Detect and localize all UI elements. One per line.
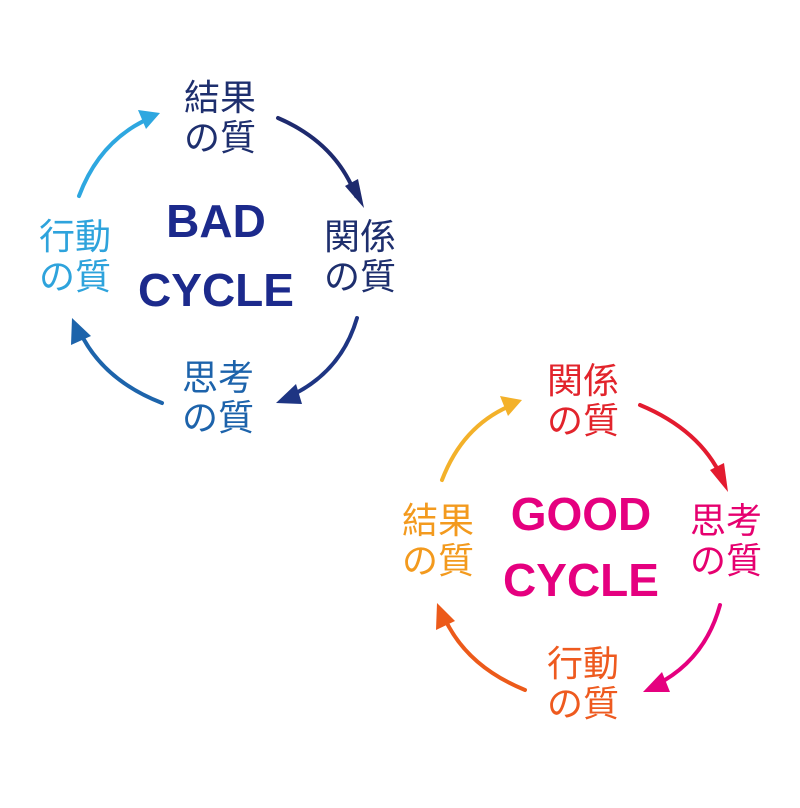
good-node-relation: 関係 の質 — [547, 361, 619, 442]
good-node-result-line1: 結果 — [402, 501, 474, 542]
bad-arrow-thinking-to-action — [78, 330, 164, 405]
bad-node-result-line2: の質 — [184, 118, 256, 159]
bad-node-action-line2: の質 — [39, 257, 111, 298]
bad-cycle-center-line2: CYCLE — [138, 264, 294, 316]
bad-node-thinking-line2: の質 — [182, 398, 254, 439]
good-arrow-action-to-result — [442, 615, 527, 692]
good-node-thinking: 思考 の質 — [690, 501, 762, 582]
bad-cycle-center-line1: BAD — [166, 195, 266, 247]
good-node-thinking-line1: 思考 — [690, 501, 762, 542]
bad-arrowhead-thinking-to-action — [71, 318, 91, 345]
bad-arrow-relation-to-thinking — [286, 316, 359, 399]
bad-node-action: 行動 の質 — [39, 217, 111, 298]
good-cycle-center-line1: GOOD — [511, 488, 652, 540]
good-arrowhead-result-to-relation — [500, 396, 522, 416]
bad-node-thinking: 思考 の質 — [182, 358, 254, 439]
good-node-relation-line1: 関係 — [547, 361, 619, 402]
good-arrow-result-to-relation — [440, 403, 514, 482]
good-cycle: 関係 の質 思考 の質 行動 の質 結果 の質 GOOD CYCLE — [402, 361, 762, 725]
bad-arrowhead-relation-to-thinking — [276, 384, 302, 404]
bad-cycle: 結果 の質 関係 の質 思考 の質 行動 の質 BAD CYCLE — [39, 78, 396, 439]
bad-node-relation-line2: の質 — [324, 257, 396, 298]
bad-node-relation-line1: 関係 — [324, 217, 396, 258]
bad-node-result: 結果 の質 — [184, 78, 256, 159]
good-arrowhead-thinking-to-action — [643, 672, 670, 692]
good-node-action-line2: の質 — [547, 684, 619, 725]
good-arrow-thinking-to-action — [654, 603, 722, 687]
bad-arrowhead-action-to-result — [138, 110, 160, 129]
bad-arrowhead-result-to-relation — [345, 179, 364, 208]
good-cycle-center: GOOD CYCLE — [503, 488, 659, 606]
good-node-action: 行動 の質 — [547, 644, 619, 725]
bad-node-thinking-line1: 思考 — [182, 358, 254, 399]
good-node-relation-line2: の質 — [547, 401, 619, 442]
good-arrowhead-action-to-result — [436, 603, 455, 630]
good-arrow-relation-to-thinking — [638, 403, 724, 480]
bad-node-action-line1: 行動 — [39, 217, 111, 258]
good-node-action-line1: 行動 — [547, 644, 619, 685]
good-node-result: 結果 の質 — [402, 501, 474, 582]
bad-arrow-result-to-relation — [276, 116, 358, 198]
good-arrowhead-relation-to-thinking — [710, 463, 728, 492]
bad-node-relation: 関係 の質 — [324, 217, 396, 298]
bad-arrow-action-to-result — [77, 116, 152, 198]
bad-cycle-center: BAD CYCLE — [138, 195, 294, 316]
good-node-thinking-line2: の質 — [690, 541, 762, 582]
good-node-result-line2: の質 — [402, 541, 474, 582]
good-cycle-center-line2: CYCLE — [503, 554, 659, 606]
bad-node-result-line1: 結果 — [184, 78, 256, 119]
